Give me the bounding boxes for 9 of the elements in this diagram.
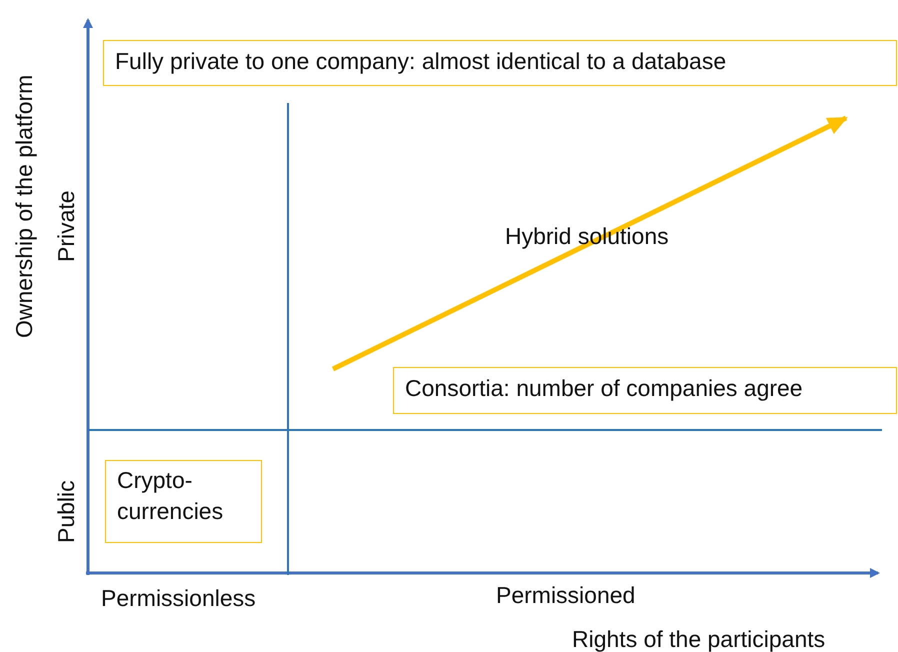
- axis-label: Permissioned: [496, 581, 636, 609]
- axis-title: Ownership of the platform: [10, 74, 38, 338]
- axis-label: Permissionless: [101, 584, 256, 612]
- box-text: Consortia: number of companies agree: [405, 374, 804, 403]
- axis-label: Private: [52, 190, 80, 262]
- box-text: Crypto-currencies: [117, 466, 224, 526]
- axis-label: Public: [52, 480, 80, 543]
- box-text: Fully private to one company: almost identical to a database: [115, 47, 728, 76]
- axis-title: Rights of the participants: [572, 625, 826, 652]
